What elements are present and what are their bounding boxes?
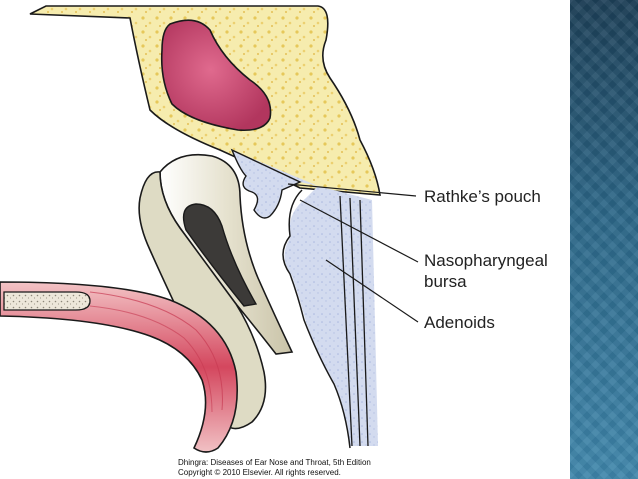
pharyngeal-wall-line-2 <box>349 197 361 447</box>
label-bursa: bursa <box>424 272 467 291</box>
muscle-stripe-1 <box>89 291 223 411</box>
leader-adenoids <box>325 259 419 323</box>
credit-line-1: Dhingra: Diseases of Ear Nose and Throat… <box>178 458 371 467</box>
label-nasopharyngeal: Nasopharyngeal <box>424 251 548 270</box>
muscle-tube <box>0 281 238 453</box>
decorative-sidebar <box>570 0 638 479</box>
pharyngeal-wall-line-1 <box>339 195 353 447</box>
rod-insert <box>3 291 91 311</box>
anatomy-diagram <box>0 5 419 453</box>
sphenoid-sinus <box>160 19 272 132</box>
leader-nasopharyngeal <box>299 199 419 263</box>
label-rathkes-pouch: Rathke’s pouch <box>424 187 541 206</box>
cartilage-inner <box>182 203 258 307</box>
adenoid-contour <box>282 189 351 449</box>
credit-line-2: Copyright © 2010 Elsevier. All rights re… <box>178 468 341 477</box>
rathkes-pouch-region <box>230 148 302 219</box>
label-adenoids: Adenoids <box>424 313 495 332</box>
muscle-stripe-2 <box>89 305 213 413</box>
leader-rathkes <box>287 183 417 197</box>
pharyngeal-wall-line-3 <box>359 199 369 447</box>
